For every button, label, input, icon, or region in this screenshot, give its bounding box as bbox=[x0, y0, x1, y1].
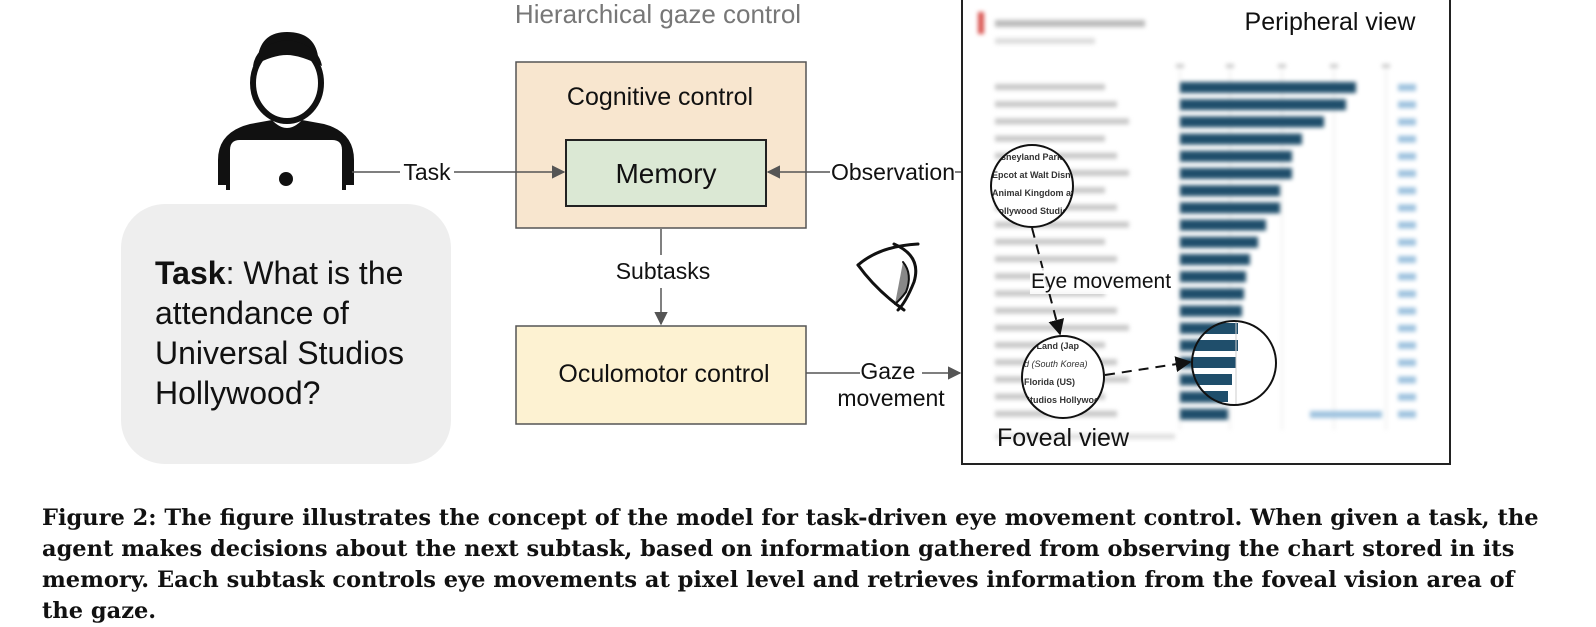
chart-value-label bbox=[1398, 307, 1416, 315]
svg-text:d (South Korea): d (South Korea) bbox=[1024, 359, 1088, 369]
chart-annotation bbox=[1310, 411, 1382, 418]
chart-panel: Peripheral view Foveal view Eye movement… bbox=[961, 0, 1451, 465]
chart-tick-label bbox=[1226, 64, 1234, 68]
chart-bar bbox=[1180, 168, 1292, 179]
chart-value-label bbox=[1398, 170, 1416, 177]
svg-text:ea Land (Jap: ea Land (Jap bbox=[1024, 341, 1080, 351]
oculomotor-control-label: Oculomotor control bbox=[558, 360, 769, 388]
chart-bar bbox=[1180, 150, 1292, 162]
chart-value-label bbox=[1398, 324, 1416, 332]
observation-edge-label: Observation bbox=[831, 159, 955, 185]
cognitive-control-label: Cognitive control bbox=[567, 83, 753, 111]
diagram-title: Hierarchical gaze control bbox=[515, 0, 801, 29]
chart-bar bbox=[1180, 408, 1228, 420]
chart-value-label bbox=[1398, 135, 1416, 143]
task-question: Task: What is the attendance of Universa… bbox=[155, 255, 413, 411]
chart-row-label bbox=[995, 118, 1129, 125]
chart-subtitle-blur bbox=[995, 38, 1095, 44]
task-text-line-1: : What is the bbox=[226, 255, 404, 291]
chart-bar bbox=[1180, 271, 1246, 283]
task-text-line-2: attendance of bbox=[155, 295, 349, 331]
task-text-line-3: Universal Studios bbox=[155, 335, 404, 371]
chart-bar bbox=[1180, 219, 1266, 231]
memory-box bbox=[565, 139, 767, 207]
chart-bar bbox=[1180, 82, 1356, 93]
figure-caption: Figure 2: The figure illustrates the con… bbox=[42, 505, 1539, 624]
peripheral-view-label: Peripheral view bbox=[1245, 8, 1417, 36]
svg-text:Animal Kingdom at W: Animal Kingdom at W bbox=[992, 188, 1086, 198]
chart-value-label bbox=[1398, 101, 1416, 109]
chart-bar bbox=[1180, 185, 1280, 197]
chart-bar bbox=[1180, 99, 1346, 111]
chart-bar bbox=[1180, 305, 1242, 317]
chart-bar bbox=[1180, 288, 1244, 300]
chart-bar bbox=[1180, 202, 1280, 214]
chart-value-label bbox=[1398, 359, 1416, 367]
eye-icon bbox=[856, 242, 920, 312]
gaze-movement-label: Gaze movement bbox=[837, 358, 945, 411]
chart-accent-mark bbox=[978, 12, 984, 34]
chart-bar bbox=[1180, 116, 1324, 128]
chart-row-label bbox=[995, 256, 1117, 262]
chart-bar bbox=[1180, 236, 1258, 248]
chart-bar bbox=[1180, 133, 1302, 145]
chart-row-label bbox=[995, 221, 1129, 228]
chart-tick-label bbox=[1278, 64, 1286, 68]
chart-title-blur bbox=[995, 20, 1145, 27]
chart-value-label bbox=[1398, 376, 1416, 384]
svg-text:Florida (US): Florida (US) bbox=[1024, 377, 1075, 387]
foveal-magnifier-top: Disneyland Park ( Epcot at Walt Disney A… bbox=[990, 144, 1086, 228]
task-bubble bbox=[121, 204, 451, 464]
chart-tick-label bbox=[1382, 64, 1390, 68]
gaze-control-diagram: Hierarchical gaze control Task: What is … bbox=[121, 0, 1451, 465]
oculomotor-control-box bbox=[515, 325, 807, 425]
chart-value-label bbox=[1398, 410, 1416, 418]
chart-value-label bbox=[1398, 187, 1416, 195]
task-text-line-4: Hollywood? bbox=[155, 375, 320, 411]
chart-value-label bbox=[1398, 393, 1416, 401]
task-label: Task bbox=[155, 255, 226, 291]
chart-tick-label bbox=[1176, 64, 1184, 68]
chart-row-label bbox=[995, 324, 1129, 331]
memory-label: Memory bbox=[615, 158, 716, 189]
foveal-magnifier-bottom: ea Land (Jap d (South Korea) Florida (US… bbox=[1021, 335, 1105, 419]
eye-movement-label: Eye movement bbox=[1031, 270, 1171, 293]
task-edge-label: Task bbox=[403, 159, 451, 185]
subtasks-edge-label: Subtasks bbox=[616, 258, 711, 284]
chart-value-label bbox=[1398, 152, 1416, 160]
chart-row-label bbox=[995, 307, 1117, 314]
chart-value-label bbox=[1398, 204, 1416, 212]
user-laptop-icon bbox=[218, 32, 354, 190]
chart-value-label bbox=[1398, 342, 1416, 349]
svg-text:Studios Hollywoo: Studios Hollywoo bbox=[1024, 395, 1100, 405]
chart-value-label bbox=[1398, 118, 1416, 126]
chart-value-label bbox=[1398, 238, 1416, 246]
chart-row-label bbox=[995, 135, 1105, 142]
chart-value-label bbox=[1398, 221, 1416, 229]
chart-row-label bbox=[995, 101, 1117, 108]
chart-value-label bbox=[1398, 273, 1416, 281]
chart-bar bbox=[1180, 391, 1230, 403]
foveal-magnifier-bars bbox=[1191, 320, 1277, 406]
foveal-view-label: Foveal view bbox=[997, 424, 1130, 452]
chart-row-label bbox=[995, 84, 1105, 90]
chart-value-label bbox=[1398, 256, 1416, 263]
svg-text:Disneyland Park (: Disneyland Park ( bbox=[992, 152, 1068, 162]
svg-text:Epcot at Walt Disney: Epcot at Walt Disney bbox=[992, 170, 1081, 180]
chart-row-label bbox=[995, 238, 1105, 245]
chart-bar bbox=[1180, 254, 1250, 265]
eye-movement-path-2 bbox=[1104, 356, 1192, 376]
chart-value-label bbox=[1398, 84, 1416, 91]
chart-tick-label bbox=[1330, 64, 1338, 68]
chart-footnote bbox=[995, 434, 1175, 439]
svg-text:Hollywood Studios: Hollywood Studios bbox=[992, 206, 1073, 216]
chart-value-label bbox=[1398, 290, 1416, 298]
